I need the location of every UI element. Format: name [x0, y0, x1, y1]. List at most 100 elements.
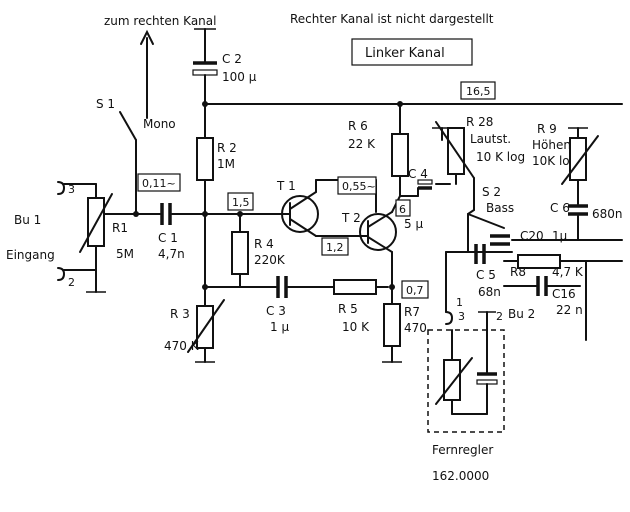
pin2-label: 2 [68, 276, 75, 289]
jack-pin3-icon [57, 181, 66, 195]
voltage-t1-collector: 0,55~ [342, 180, 376, 193]
r5-body [333, 279, 377, 295]
r1-label: R1 [112, 221, 128, 235]
junction-dot [133, 211, 139, 217]
r4-body [231, 231, 249, 275]
bu2-pin3: 3 [458, 310, 465, 323]
s2-label: S 2 [482, 185, 501, 199]
c16-label: C16 [552, 287, 576, 301]
capacitor-c2: C 2 100 µ [192, 28, 257, 105]
voltage-r7: 0,7 [406, 284, 424, 297]
wire [367, 211, 393, 228]
resistor-r7: 0,7 R7 470 [382, 265, 429, 363]
c5-label: C 5 [476, 268, 496, 282]
r28-name: Lautst. [470, 132, 511, 146]
c1-value: 4,7n [158, 247, 185, 261]
voltage-supply: 16,5 [466, 85, 491, 98]
r2-label: R 2 [217, 141, 237, 155]
r7-body [383, 303, 401, 347]
r8-value: 4,7 K [552, 265, 584, 279]
r6-body [391, 133, 409, 177]
supply-rail: 16,5 [202, 81, 623, 107]
r4-label: R 4 [254, 237, 274, 251]
arrow-up-icon [140, 29, 154, 45]
voltage-box-t1-base [227, 192, 254, 211]
r6-value: 22 K [348, 137, 376, 151]
c4-plate-electrolytic [417, 179, 433, 185]
t1-label: T 1 [276, 179, 296, 193]
remote-control-section: Bu 2 1 3 2 Fernregler 162.0000 [427, 296, 535, 483]
r9-value: 10K log [532, 154, 577, 168]
r9-label: R 9 [537, 122, 557, 136]
r1-wiper-arrow [79, 193, 113, 253]
switch-s2: S 2 Bass [445, 185, 514, 253]
resistor-r3: R 3 470 K [164, 213, 277, 363]
c4-value: 5 µ [404, 217, 423, 231]
r2-body [196, 137, 214, 181]
r1-value: 5M [116, 247, 134, 261]
r5-label: R 5 [338, 302, 358, 316]
c3-value: 1 µ [270, 320, 289, 334]
pin3-label: 3 [68, 183, 75, 196]
bu1-label: Bu 1 [14, 213, 41, 227]
feedback-network: C 3 1 µ R 5 10 K [266, 276, 389, 334]
tone-network: C20 1µ C 5 68n R8 4,7 K C16 22 n [445, 229, 623, 341]
resistor-r2: R 2 1M [196, 103, 237, 215]
voltage-box-supply [460, 81, 496, 100]
c1-label: C 1 [158, 231, 178, 245]
r2-value: 1M [217, 157, 235, 171]
c6-label: C 6 [550, 201, 570, 215]
wire [289, 191, 317, 210]
r28-value: 10 K log [476, 150, 525, 164]
r3-label: R 3 [170, 307, 190, 321]
switch-s1: S 1 Mono [96, 97, 176, 215]
r3-value: 470 K [164, 339, 200, 353]
r6-label: R 6 [348, 119, 368, 133]
c16-value: 22 n [556, 303, 583, 317]
remote-pot-body [443, 359, 461, 401]
resistor-r6: R 6 22 K 0,55~ [315, 103, 409, 213]
input-section: Bu 1 Eingang 3 2 R1 5M 0,11~ C 1 4,7n 1,… [6, 173, 291, 293]
remote-dashed-box [427, 329, 505, 433]
voltage-box-input [137, 173, 181, 192]
voltage-t2-emitter: 1,2 [326, 241, 344, 254]
t2-body [359, 213, 397, 251]
bu2-pin2: 2 [496, 310, 503, 323]
bu2-pin1: 1 [456, 296, 463, 309]
voltage-input: 0,11~ [142, 177, 176, 190]
c3-label: C 3 [266, 304, 286, 318]
volume-section: C 4 5 µ R 28 Lautst. 10 K log [404, 115, 525, 231]
t1-body [281, 195, 319, 233]
s1-mode-label: Mono [143, 117, 176, 131]
voltage-t2-collector: 6 [399, 203, 406, 216]
jack-pin2-icon [57, 267, 66, 281]
wire [289, 218, 317, 237]
remote-part-no: 162.0000 [432, 469, 489, 483]
voltage-box-t2-emitter [321, 237, 349, 256]
right-channel-note: Rechter Kanal ist nicht dargestellt [290, 12, 494, 26]
transistor-t1: T 1 [276, 179, 319, 237]
left-channel-label: Linker Kanal [365, 46, 445, 61]
r3-trim-arrow [187, 299, 225, 353]
r5-value: 10 K [342, 320, 370, 334]
wire [367, 236, 393, 253]
transistor-t2: T 2 6 1,2 [315, 195, 419, 267]
r28-label: R 28 [466, 115, 493, 129]
voltage-box-t1-collector [337, 176, 377, 195]
c2-value: 100 µ [222, 70, 257, 84]
s1-blade [119, 111, 137, 141]
r9-body [569, 137, 587, 181]
input-label: Eingang [6, 248, 55, 262]
top-annotations: zum rechten Kanal Rechter Kanal ist nich… [104, 12, 494, 119]
t2-label: T 2 [341, 211, 361, 225]
s1-label: S 1 [96, 97, 115, 111]
c4-label: C 4 [408, 167, 428, 181]
voltage-t1-base: 1,5 [232, 196, 250, 209]
r8-label: R8 [510, 265, 526, 279]
bu2-label: Bu 2 [508, 307, 535, 321]
left-channel-box [351, 38, 473, 66]
treble-section: R 9 Höhen 10K log C 6 680n [532, 122, 623, 241]
r7-value: 470 [404, 321, 427, 335]
r7-label: R7 [404, 305, 420, 319]
